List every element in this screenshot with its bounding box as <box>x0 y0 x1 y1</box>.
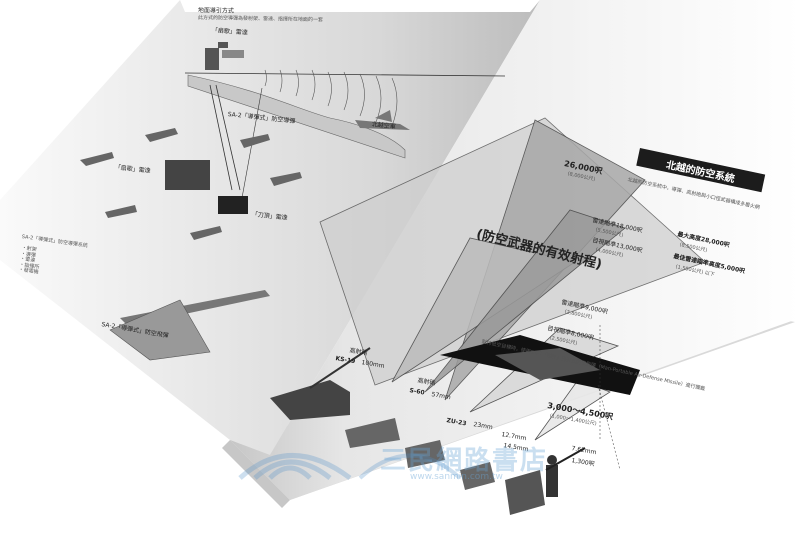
sa2-missile-illustration <box>109 290 270 361</box>
sa2-list: ・射架 ・導彈 ・雷達 ・指揮所 ・發電機 <box>18 245 42 276</box>
command-post-illustration <box>165 160 248 214</box>
watermark-logo <box>238 453 462 481</box>
terrain <box>187 74 406 159</box>
aircraft-direction-arrow <box>440 335 640 395</box>
anti-aircraft-guns <box>270 347 545 515</box>
radar-tower-illustration <box>205 42 244 70</box>
range-fan-diagram <box>319 117 706 441</box>
watermark-url: www.sanmin.com.tw <box>410 472 503 482</box>
soldier-illustration <box>545 447 586 497</box>
missile-launcher-icons <box>80 128 302 240</box>
jet-illustration <box>355 110 410 130</box>
watermark-text: 三民網路書店 <box>380 446 549 476</box>
